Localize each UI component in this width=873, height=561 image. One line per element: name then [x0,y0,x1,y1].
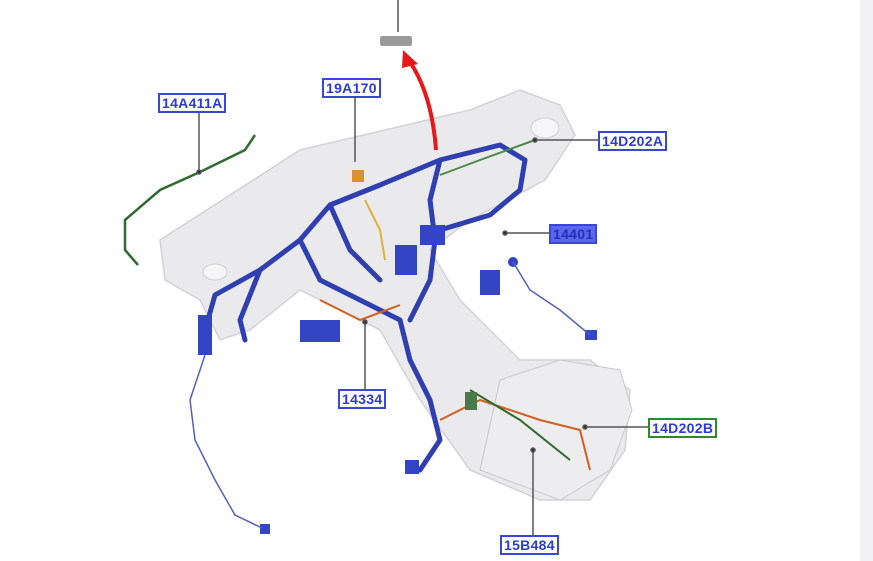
console-shape [479,359,633,501]
callout-14A411A[interactable]: 14A411A [158,93,227,113]
detached-connector [380,36,412,46]
leader-lines [196,96,648,535]
red-arrow [408,60,438,151]
callout-14D202B[interactable]: 14D202B [648,418,718,438]
callout-19A170[interactable]: 19A170 [322,78,381,98]
connectors [198,225,597,534]
scrollbar-track[interactable] [860,0,873,561]
green-connector [465,392,477,410]
orange-connector [352,170,364,182]
callout-14D202A[interactable]: 14D202A [598,131,668,151]
callout-14401[interactable]: 14401 [549,224,598,244]
vent-left [202,263,228,281]
red-arrow-head [402,50,418,68]
callout-15B484[interactable]: 15B484 [500,535,559,555]
callout-14334[interactable]: 14334 [338,389,387,409]
vent-right [530,117,560,139]
